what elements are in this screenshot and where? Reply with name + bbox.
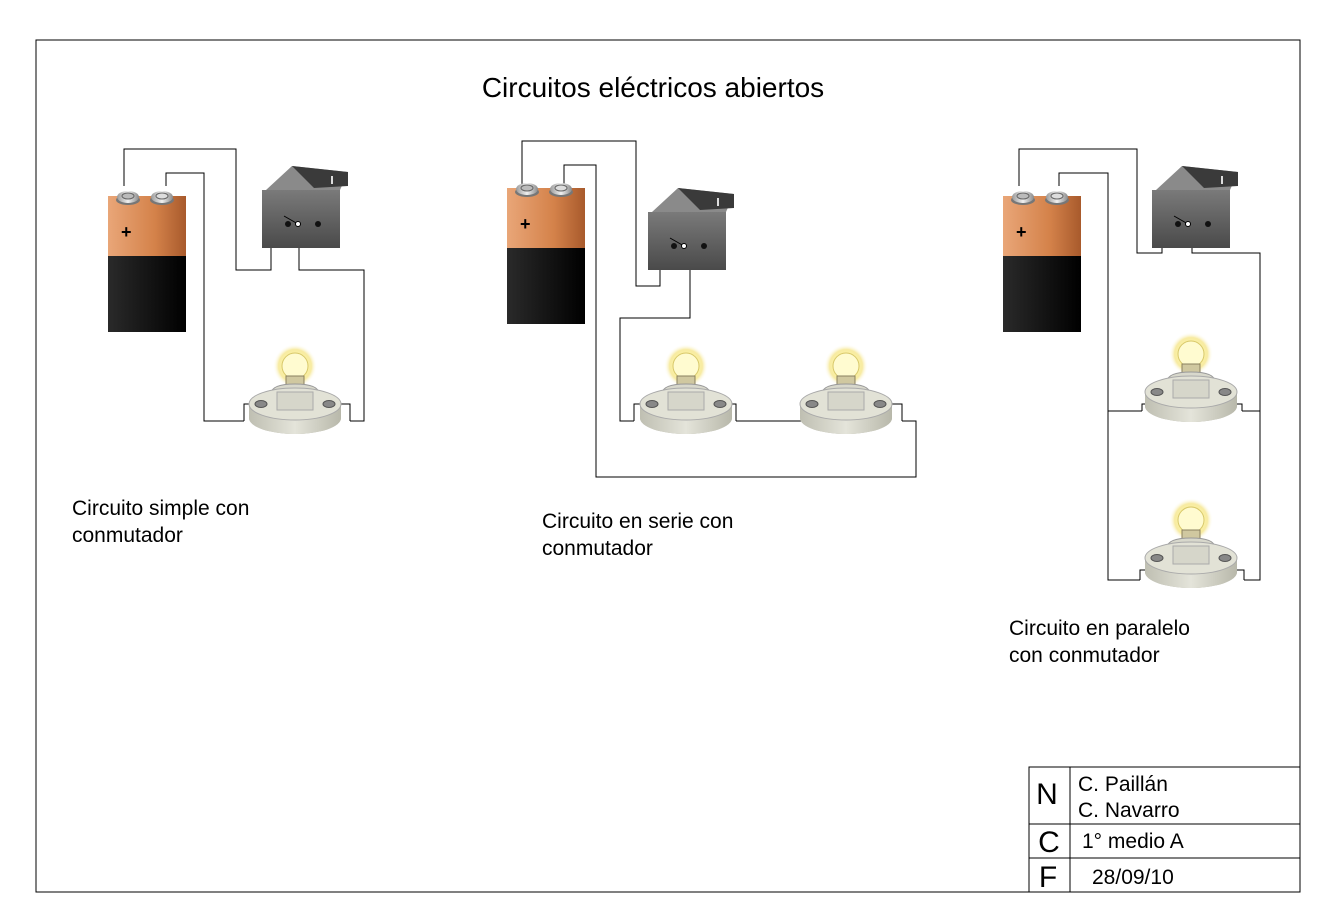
battery-plus-sign: + bbox=[520, 214, 531, 234]
caption-series-line1: Circuito en serie con bbox=[542, 510, 733, 533]
battery-icon bbox=[107, 190, 187, 333]
title-block-key-n: N bbox=[1036, 778, 1058, 811]
caption-series-line2: conmutador bbox=[542, 537, 653, 560]
title-block-name-2: C. Navarro bbox=[1078, 799, 1180, 822]
light-bulb-icon bbox=[1144, 497, 1238, 589]
title-block-date: 28/09/10 bbox=[1092, 866, 1174, 889]
caption-parallel-line1: Circuito en paralelo bbox=[1009, 617, 1190, 640]
caption-simple-line2: conmutador bbox=[72, 524, 183, 547]
light-bulb-icon bbox=[1144, 331, 1238, 423]
parallel-circuit-wires bbox=[1018, 148, 1261, 581]
rocker-switch-icon bbox=[1151, 165, 1239, 249]
caption-simple-line1: Circuito simple con bbox=[72, 497, 249, 520]
battery-icon bbox=[1002, 190, 1082, 333]
caption-parallel-line2: con conmutador bbox=[1009, 644, 1160, 667]
simple-circuit-wires bbox=[123, 148, 365, 422]
battery-plus-sign: + bbox=[121, 222, 132, 242]
light-bulb-icon bbox=[248, 343, 342, 435]
title-block-key-c: C bbox=[1038, 826, 1060, 859]
light-bulb-icon bbox=[799, 343, 893, 435]
parallel-circuit: + bbox=[1002, 148, 1261, 589]
title-block-name-1: C. Paillán bbox=[1078, 773, 1168, 796]
rocker-switch-icon bbox=[647, 187, 735, 271]
drawing-frame bbox=[35, 39, 1301, 893]
page-title: Circuitos eléctricos abiertos bbox=[482, 72, 824, 103]
battery-plus-sign: + bbox=[1016, 222, 1027, 242]
rocker-switch-icon bbox=[261, 165, 349, 249]
title-block-key-f: F bbox=[1039, 861, 1057, 894]
title-block bbox=[1028, 766, 1301, 893]
simple-circuit: + bbox=[107, 148, 365, 435]
battery-icon bbox=[506, 182, 586, 325]
series-circuit: + bbox=[506, 140, 917, 478]
title-block-course: 1° medio A bbox=[1082, 830, 1184, 853]
light-bulb-icon bbox=[639, 343, 733, 435]
